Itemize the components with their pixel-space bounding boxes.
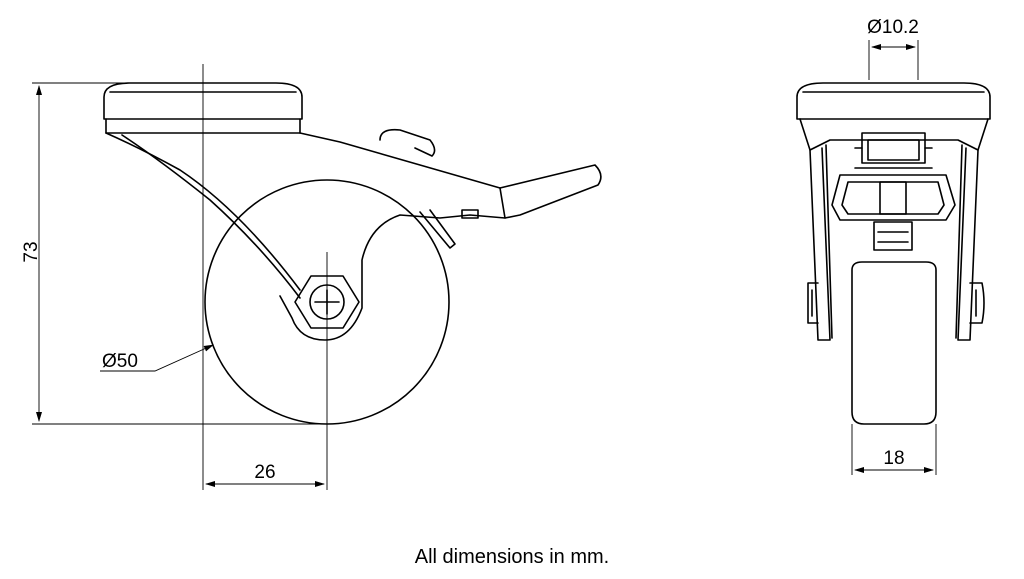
front-view [796,40,991,475]
wheel-diameter-label: Ø50 [102,351,138,372]
offset-label: 26 [254,462,275,483]
wheel-diameter-dimension: Ø50 [100,344,214,372]
axle-boss-right [969,282,985,324]
brake-housing [861,132,926,164]
front-top-plate [796,82,991,120]
wheel-width-label: 18 [883,448,904,469]
bolt-hole-dimension: Ø10.2 [867,17,919,50]
top-plate [103,82,303,120]
side-view [32,64,602,490]
front-wheel [851,261,937,425]
brake-lever [499,164,602,219]
height-dimension: 73 [21,85,42,422]
bolt-hole-label: Ø10.2 [867,17,919,38]
wheel-width-dimension: 18 [854,448,934,473]
height-label: 73 [21,241,42,262]
units-footnote: All dimensions in mm. [414,546,610,568]
offset-dimension: 26 [205,462,325,487]
hex-nut [294,275,360,329]
fork-arm [105,132,301,291]
axle-boss-left [807,282,819,324]
